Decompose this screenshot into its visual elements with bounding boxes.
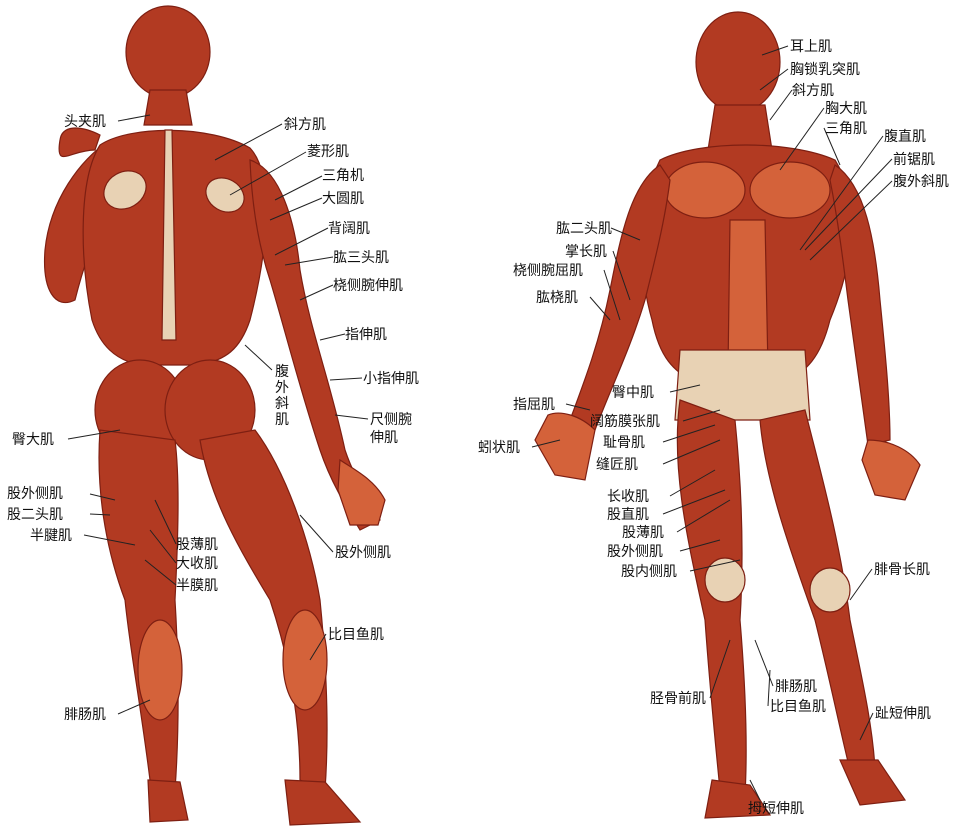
leader-line xyxy=(245,345,272,370)
label-front-tensor-fasciae: 阔筋膜张肌 xyxy=(590,415,660,429)
label-front-ext-hallucis-brevis: 拇短伸肌 xyxy=(748,802,804,816)
label-back-splenius: 头夹肌 xyxy=(64,115,106,129)
label-back-trapezius: 斜方肌 xyxy=(284,118,326,132)
label-front-ext-digitorum-brevis: 趾短伸肌 xyxy=(875,707,931,721)
leader-line xyxy=(850,569,872,600)
label-front-gastrocnemius: 腓肠肌 xyxy=(775,680,817,694)
label-front-biceps: 肱二头肌 xyxy=(556,222,612,236)
label-front-deltoid: 三角肌 xyxy=(825,122,867,136)
leader-line xyxy=(335,415,368,419)
front-right-foot xyxy=(840,760,905,805)
label-front-flexor-digitorum: 指屈肌 xyxy=(513,398,555,412)
back-right-hand xyxy=(338,460,385,525)
label-front-lumbricals: 蚓状肌 xyxy=(478,441,520,455)
label-front-rectus-femoris: 股直肌 xyxy=(607,508,649,522)
label-back-gluteus-max: 臀大肌 xyxy=(12,433,54,447)
label-back-latissimus: 背阔肌 xyxy=(328,222,370,236)
back-neck xyxy=(144,90,192,125)
back-left-calf xyxy=(138,620,182,720)
front-head xyxy=(696,12,780,112)
label-front-vastus-med: 股内侧肌 xyxy=(621,565,677,579)
label-back-adductor-magnus: 大收肌 xyxy=(176,557,218,571)
front-pec-right xyxy=(750,162,830,218)
label-back-ext-digiti-minimi: 小指伸肌 xyxy=(363,372,419,386)
label-back-gastrocnemius: 腓肠肌 xyxy=(64,708,106,722)
front-neck xyxy=(708,105,772,150)
label-front-soleus: 比目鱼肌 xyxy=(770,700,826,714)
leader-line xyxy=(770,90,792,120)
leader-line xyxy=(330,378,362,380)
label-back-ext-carpi-ulnaris-1: 尺侧腕 xyxy=(370,413,412,427)
leader-line xyxy=(275,176,322,200)
back-right-foot xyxy=(285,780,360,825)
label-back-vastus-lat-2: 股外侧肌 xyxy=(335,546,391,560)
back-left-foot xyxy=(148,780,188,822)
label-back-semitendinosus: 半腱肌 xyxy=(30,529,72,543)
label-back-deltoid: 三角机 xyxy=(322,169,364,183)
label-front-pectineus: 耻骨肌 xyxy=(603,436,645,450)
label-front-trapezius: 斜方肌 xyxy=(792,84,834,98)
label-front-auricularis: 耳上肌 xyxy=(790,40,832,54)
label-front-adductor-longus: 长收肌 xyxy=(607,490,649,504)
label-front-palmaris: 掌长肌 xyxy=(565,245,607,259)
label-back-biceps-femoris: 股二头肌 xyxy=(7,508,63,522)
label-front-ext-oblique: 腹外斜肌 xyxy=(893,175,949,189)
label-back-triceps: 肱三头肌 xyxy=(333,251,389,265)
front-right-arm xyxy=(830,165,890,445)
front-right-knee xyxy=(810,568,850,612)
label-front-peroneus-longus: 腓骨长肌 xyxy=(874,563,930,577)
front-right-hand xyxy=(862,440,920,500)
label-front-tibialis-anterior: 胫骨前肌 xyxy=(650,692,706,706)
label-front-serratus: 前锯肌 xyxy=(893,153,935,167)
label-front-gluteus-medius: 臀中肌 xyxy=(612,386,654,400)
back-left-leg xyxy=(99,430,178,790)
label-front-pectoralis: 胸大肌 xyxy=(825,102,867,116)
leader-line xyxy=(320,334,345,340)
leader-line xyxy=(755,640,773,686)
label-back-ext-carpi-radialis: 桡侧腕伸肌 xyxy=(333,279,403,293)
label-back-ext-oblique: 腹外斜肌 xyxy=(274,364,290,428)
back-head xyxy=(126,6,210,98)
label-back-rhomboid: 菱形肌 xyxy=(307,145,349,159)
front-pec-left xyxy=(665,162,745,218)
front-abs xyxy=(728,220,768,370)
label-front-flexor-carpi-radialis: 桡侧腕屈肌 xyxy=(513,264,583,278)
front-left-hand xyxy=(535,413,595,480)
label-back-vastus-lat: 股外侧肌 xyxy=(7,487,63,501)
label-back-semimembranosus: 半膜肌 xyxy=(176,579,218,593)
label-front-rectus-abdominis: 腹直肌 xyxy=(884,130,926,144)
label-back-soleus: 比目鱼肌 xyxy=(328,628,384,642)
label-front-vastus-lat: 股外侧肌 xyxy=(607,545,663,559)
label-front-brachioradialis: 肱桡肌 xyxy=(536,291,578,305)
label-back-teres-major: 大圆肌 xyxy=(322,192,364,206)
label-back-ext-digitorum: 指伸肌 xyxy=(345,328,387,342)
label-back-gracilis: 股薄肌 xyxy=(176,538,218,552)
front-left-knee xyxy=(705,558,745,602)
label-front-sartorius: 缝匠肌 xyxy=(596,458,638,472)
label-front-gracilis: 股薄肌 xyxy=(622,526,664,540)
back-right-calf xyxy=(283,610,327,710)
label-front-sternocleidomastoid: 胸锁乳突肌 xyxy=(790,63,860,77)
label-back-ext-carpi-ulnaris-2: 伸肌 xyxy=(370,431,398,445)
